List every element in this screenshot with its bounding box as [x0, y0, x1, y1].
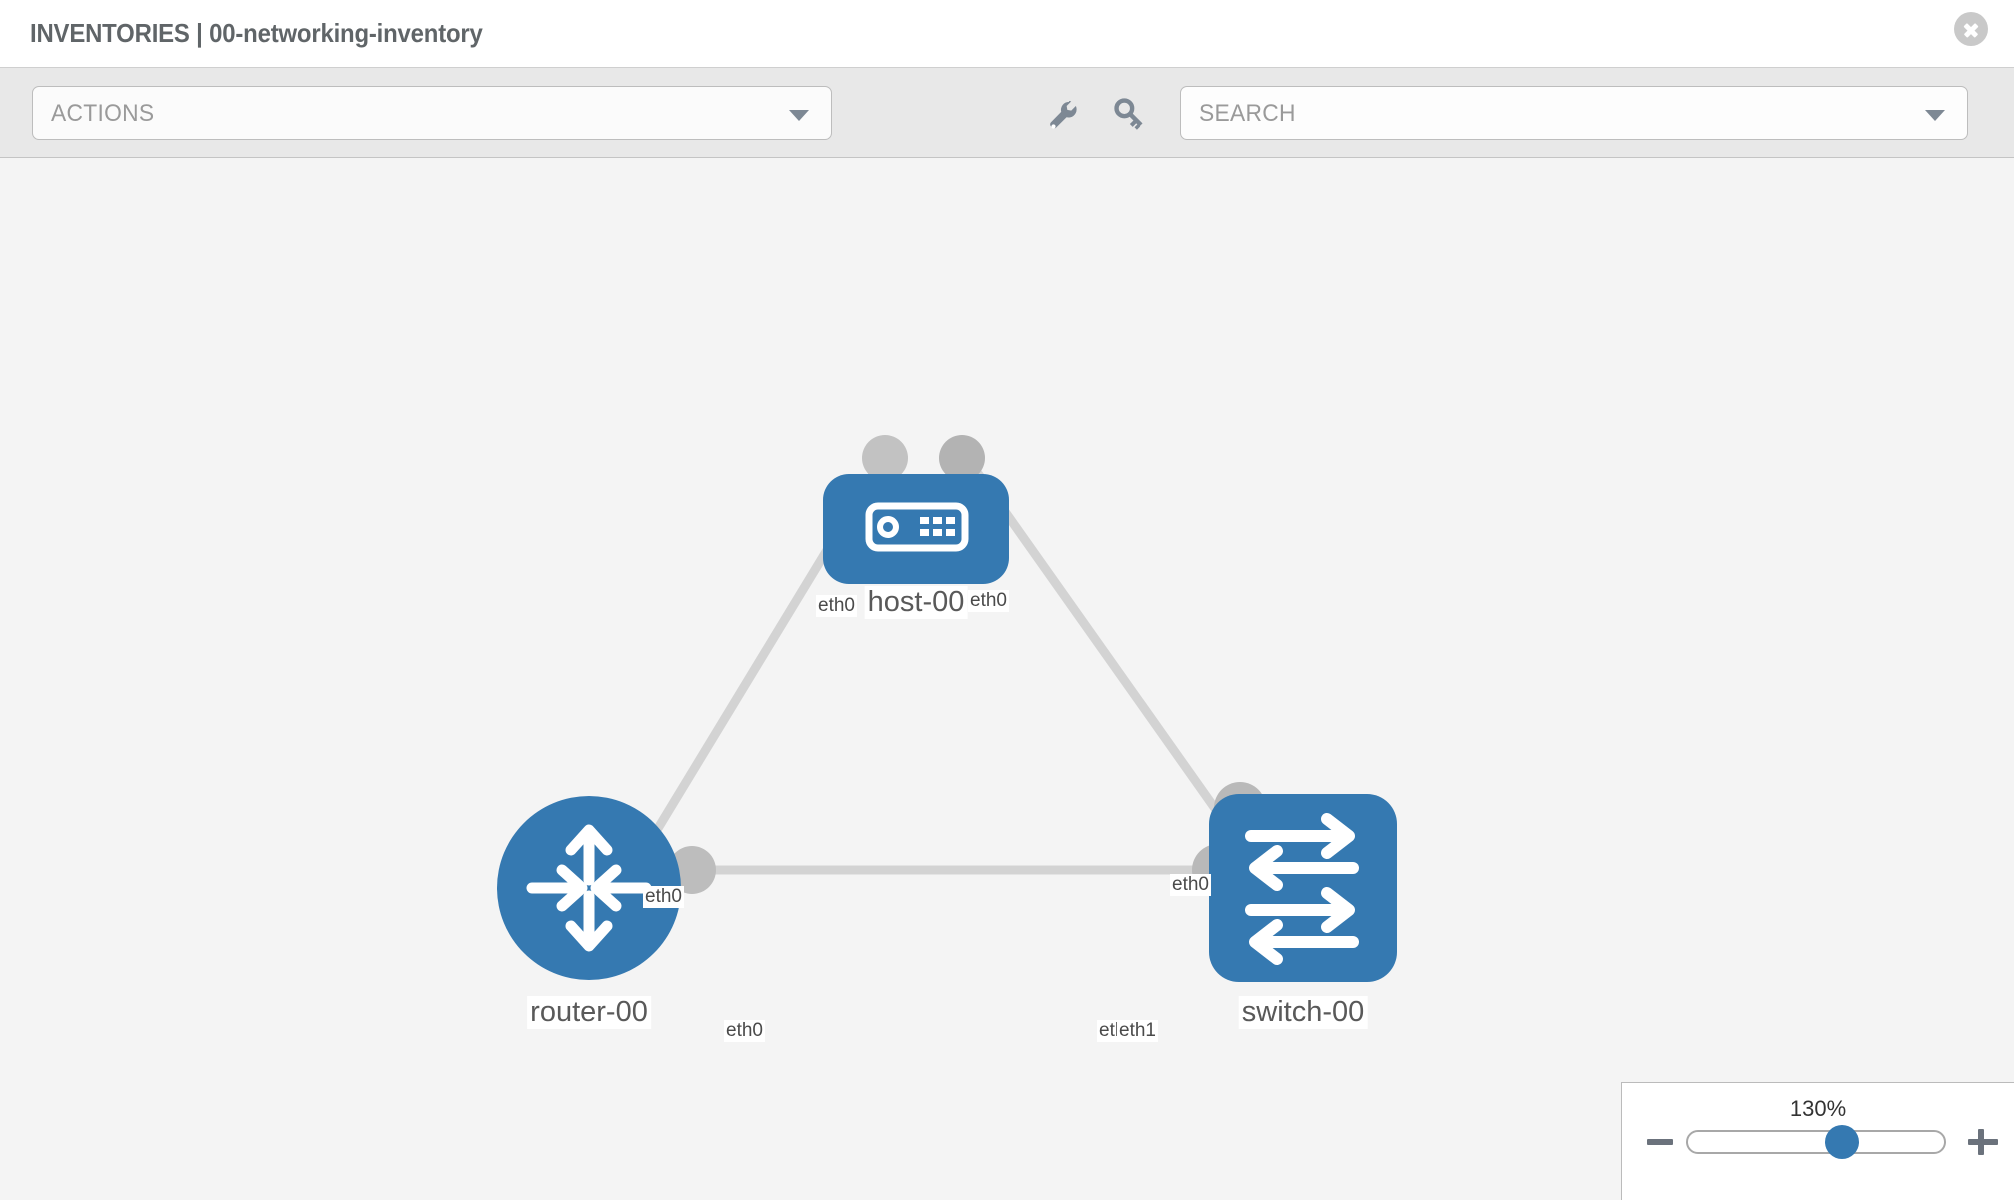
iface-label: eth0 [1170, 874, 1211, 896]
iface-label: eth0 [643, 886, 684, 908]
search-input[interactable]: SEARCH [1180, 86, 1968, 140]
node-host-00[interactable] [823, 474, 1009, 584]
iface-label: eth0 [816, 595, 857, 617]
toolbar: ACTIONS SEARCH [0, 68, 2014, 158]
actions-dropdown-label: ACTIONS [51, 100, 155, 127]
close-icon[interactable] [1954, 12, 1988, 46]
key-icon[interactable] [1110, 94, 1150, 134]
node-router-00[interactable] [497, 796, 681, 980]
topology-graph [497, 435, 1397, 982]
iface-label: eth0 [724, 1020, 765, 1042]
node-label-switch-00: switch-00 [1238, 996, 1368, 1029]
actions-dropdown[interactable]: ACTIONS [32, 86, 832, 140]
connector-nub[interactable] [939, 435, 985, 481]
node-label-host-00: host-00 [864, 586, 968, 619]
search-placeholder: SEARCH [1199, 100, 1296, 127]
page-header: INVENTORIES | 00-networking-inventory [0, 0, 2014, 68]
node-label-router-00: router-00 [527, 996, 651, 1029]
iface-label: eth0 [968, 590, 1009, 612]
chevron-down-icon [1925, 110, 1945, 121]
zoom-level-label: 130% [1789, 1096, 1847, 1121]
zoom-in-button[interactable] [1966, 1125, 2000, 1159]
zoom-control-panel: 130% [1621, 1082, 2014, 1200]
iface-label: eth1 [1117, 1020, 1158, 1042]
zoom-out-button[interactable] [1643, 1125, 1677, 1159]
topology-canvas[interactable]: eth0 eth0 eth0 eth0 eth0 eth0 eth1 host-… [0, 158, 2014, 1200]
connector-nub[interactable] [862, 435, 908, 481]
node-switch-00[interactable] [1209, 794, 1397, 982]
wrench-icon[interactable] [1042, 94, 1082, 134]
zoom-slider-thumb[interactable] [1824, 1125, 1859, 1159]
page-title: INVENTORIES | 00-networking-inventory [30, 18, 483, 48]
chevron-down-icon [789, 110, 809, 121]
zoom-slider[interactable] [1686, 1125, 1946, 1159]
